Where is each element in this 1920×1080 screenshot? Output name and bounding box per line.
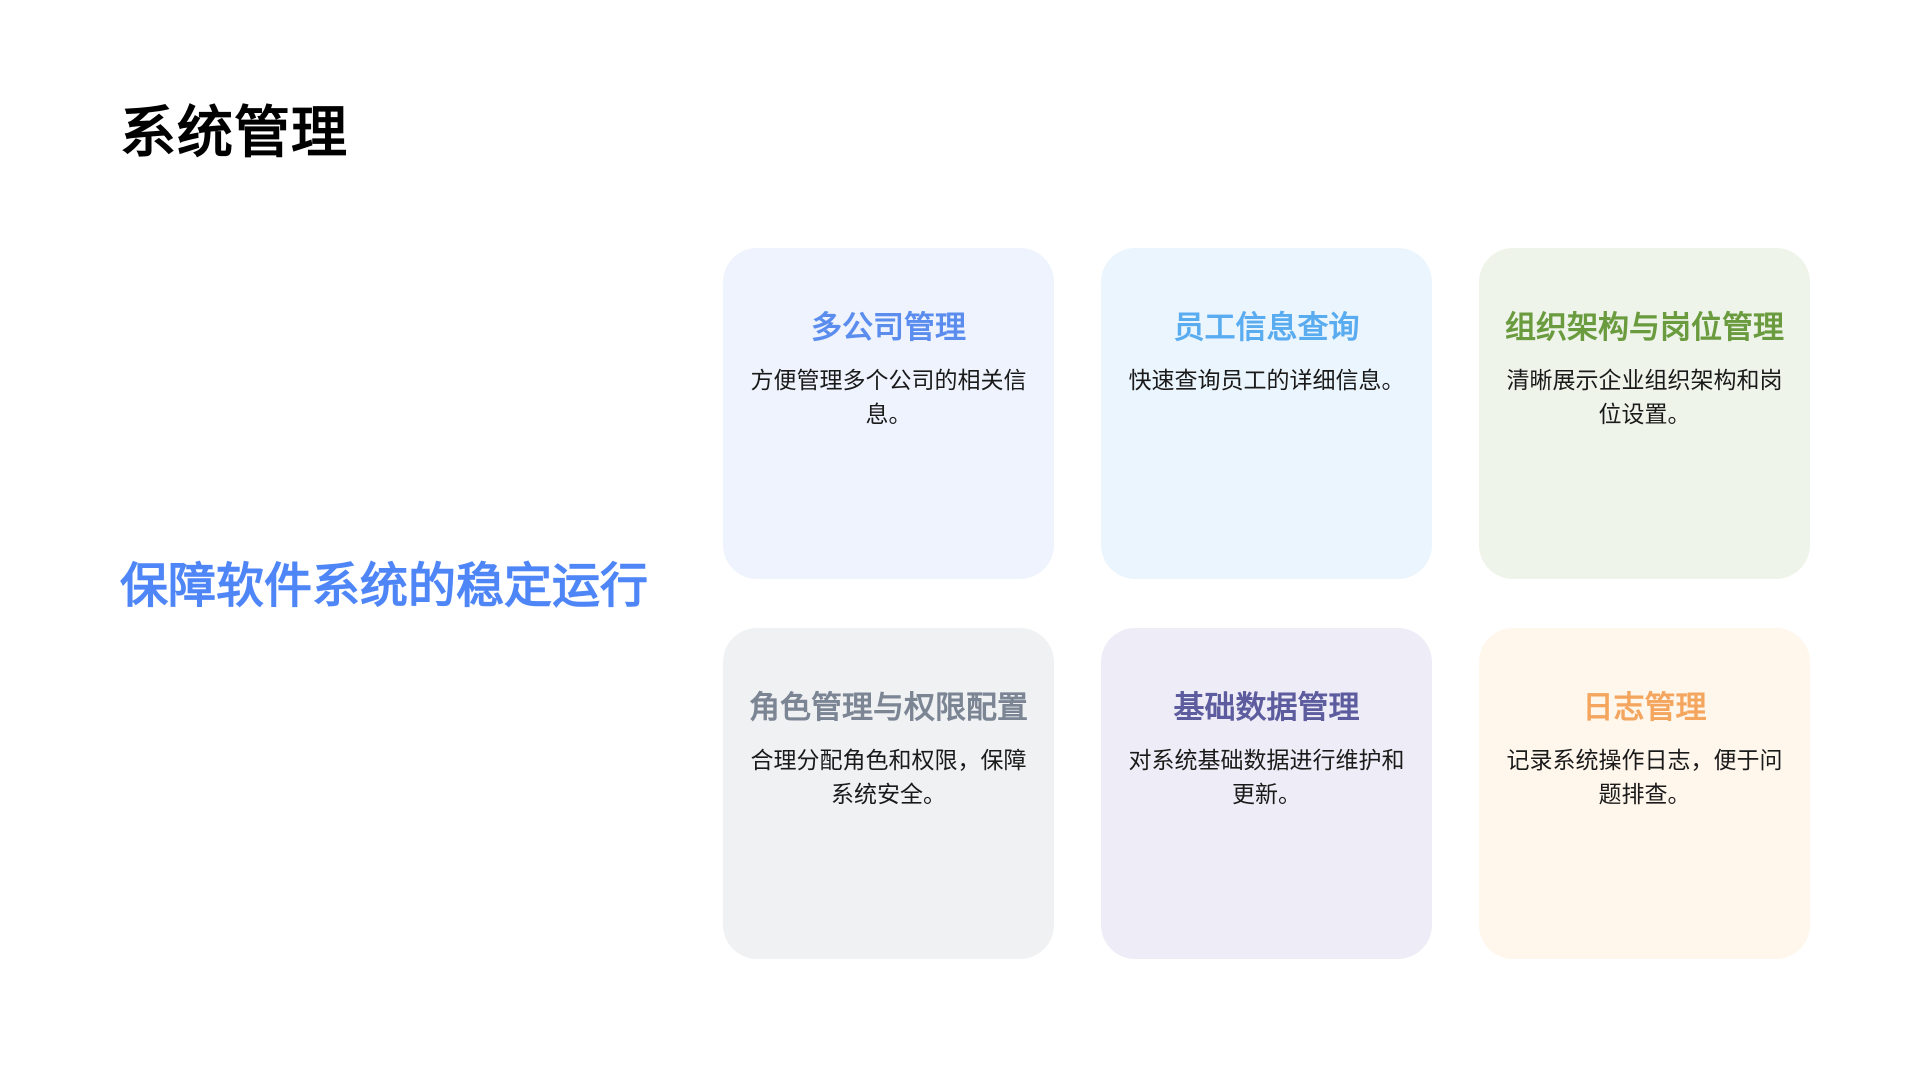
feature-card-employee-query: 员工信息查询 快速查询员工的详细信息。 <box>1101 248 1432 579</box>
feature-card-multi-company: 多公司管理 方便管理多个公司的相关信息。 <box>723 248 1054 579</box>
card-title: 角色管理与权限配置 <box>749 690 1028 726</box>
card-description: 记录系统操作日志，便于问题排查。 <box>1506 748 1783 808</box>
feature-grid: 多公司管理 方便管理多个公司的相关信息。 员工信息查询 快速查询员工的详细信息。… <box>723 248 1810 959</box>
card-title: 员工信息查询 <box>1173 310 1360 346</box>
feature-card-log-management: 日志管理 记录系统操作日志，便于问题排查。 <box>1479 628 1810 959</box>
card-description: 方便管理多个公司的相关信息。 <box>750 368 1027 428</box>
feature-card-base-data: 基础数据管理 对系统基础数据进行维护和更新。 <box>1101 628 1432 959</box>
card-title: 多公司管理 <box>811 310 966 346</box>
card-title: 基础数据管理 <box>1173 690 1360 726</box>
card-description: 清晰展示企业组织架构和岗位设置。 <box>1506 368 1783 428</box>
card-description: 对系统基础数据进行维护和更新。 <box>1128 748 1405 808</box>
page-title: 系统管理 <box>120 101 348 166</box>
feature-card-roles-permissions: 角色管理与权限配置 合理分配角色和权限，保障系统安全。 <box>723 628 1054 959</box>
feature-card-org-structure: 组织架构与岗位管理 清晰展示企业组织架构和岗位设置。 <box>1479 248 1810 579</box>
card-title: 日志管理 <box>1582 690 1707 726</box>
card-description: 快速查询员工的详细信息。 <box>1128 368 1405 394</box>
tagline: 保障软件系统的稳定运行 <box>120 558 649 614</box>
card-title: 组织架构与岗位管理 <box>1505 310 1784 346</box>
card-description: 合理分配角色和权限，保障系统安全。 <box>750 748 1027 808</box>
